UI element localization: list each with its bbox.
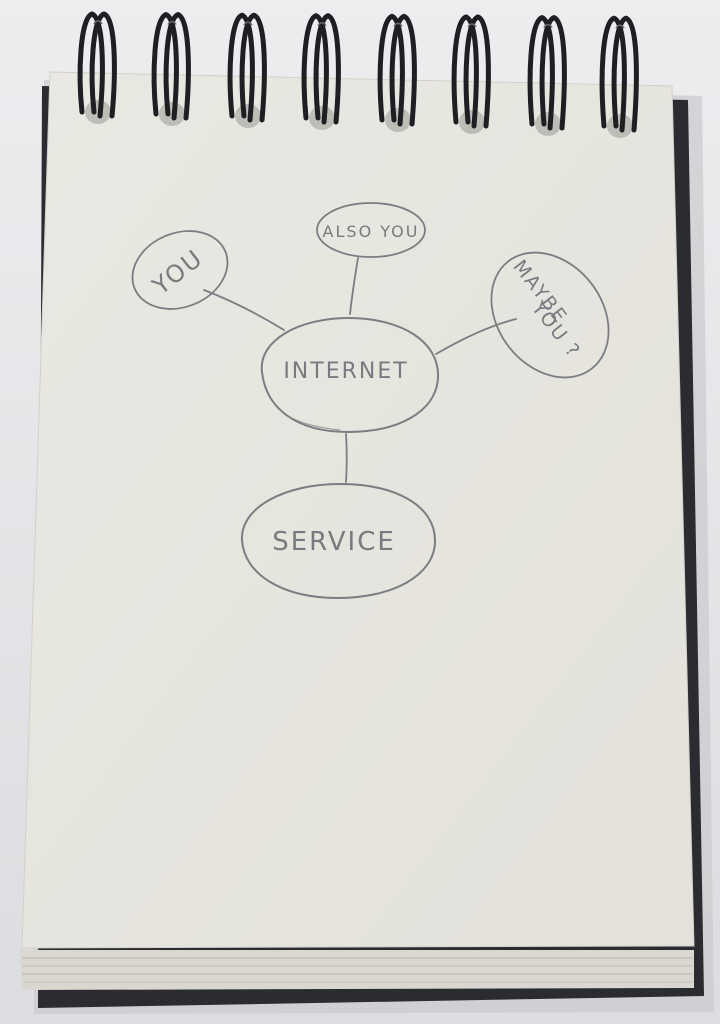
spiral-wire [451, 14, 479, 129]
spiral-highlight [167, 20, 177, 25]
spiral-wire [539, 14, 567, 131]
spiral-wire [301, 13, 329, 125]
spiral-wire [389, 13, 417, 127]
spiral-wire [527, 14, 555, 131]
connector-top [349, 257, 359, 315]
spiral-highlight [93, 20, 103, 25]
spiral-highlight [243, 21, 253, 26]
spiral-highlight [317, 22, 327, 27]
spiral-wire [599, 15, 627, 133]
spiral-wire [89, 11, 117, 119]
spiral-wire [611, 15, 639, 133]
spiral-wire [463, 14, 491, 129]
spiral-wire [313, 13, 341, 125]
page-edges [20, 950, 694, 990]
spiral-highlight [615, 24, 625, 29]
node-you-shape [131, 230, 229, 310]
node-maybe-you-shape [490, 251, 610, 379]
spiral-binding [77, 11, 639, 138]
node-internet-shade [283, 413, 341, 431]
spiral-wire [227, 12, 255, 123]
node-also-you-label: ALSO YOU [323, 222, 420, 241]
connector-right [435, 318, 517, 355]
spiral-wire [239, 12, 267, 123]
spiral-highlight [393, 22, 403, 27]
spiral-wire [151, 11, 179, 121]
node-internet-label: INTERNET [283, 359, 408, 384]
spiral-wire [163, 11, 191, 121]
spiral-wire [377, 13, 405, 127]
spiral-highlight [543, 23, 553, 28]
mind-map-sketch [131, 202, 610, 599]
node-internet-shape [260, 317, 440, 433]
connector-bottom [345, 433, 348, 483]
spiral-highlight [467, 23, 477, 28]
node-service-shape [240, 483, 437, 599]
node-service-label: SERVICE [272, 527, 396, 557]
spiral-wire [77, 11, 105, 119]
node-also-you-shape [316, 202, 426, 258]
